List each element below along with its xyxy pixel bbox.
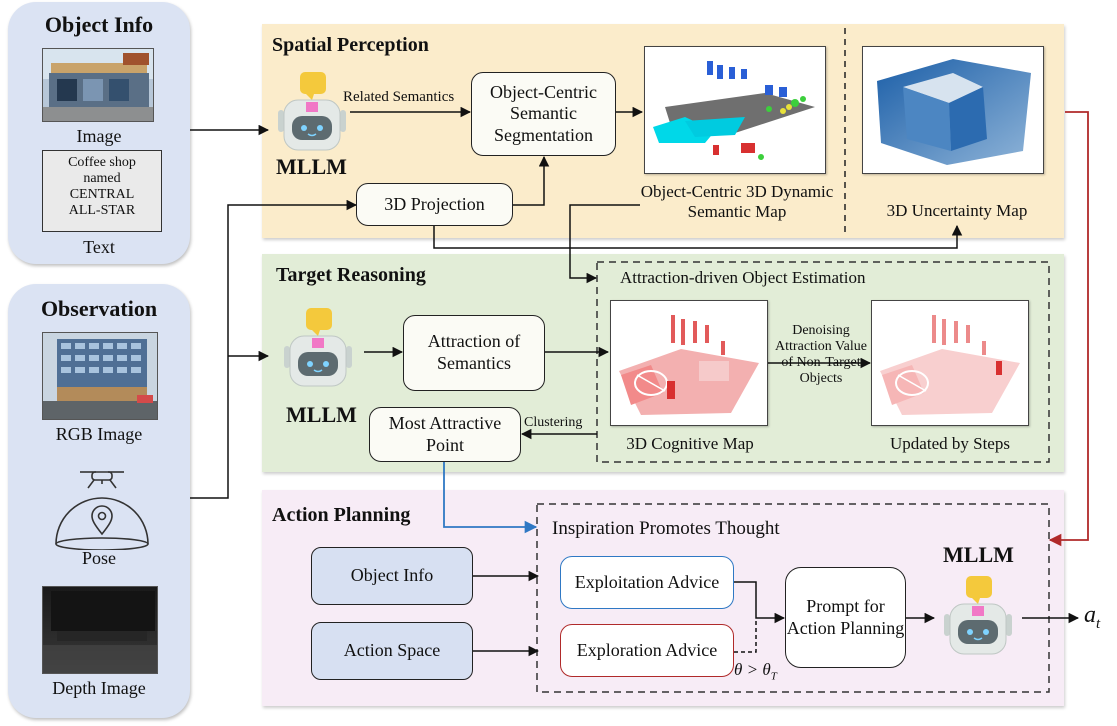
output-action-subscript: t bbox=[1096, 615, 1101, 632]
attraction-label: Attraction of Semantics bbox=[427, 331, 521, 373]
most-attractive-label: Most Attractive Point bbox=[388, 412, 502, 455]
object-image-caption: Image bbox=[76, 126, 122, 146]
semantic-map-caption: Object-Centric 3D Dynamic Semantic Map bbox=[640, 182, 834, 221]
output-action-label: at bbox=[1084, 602, 1100, 633]
projection-box: 3D Projection bbox=[356, 183, 513, 226]
exploration-label: Exploration Advice bbox=[576, 639, 718, 660]
clustering-label: Clustering bbox=[524, 415, 583, 430]
target-reasoning-title: Target Reasoning bbox=[276, 264, 426, 286]
observation-panel: Observation RGB Image bbox=[8, 284, 190, 718]
object-image-thumbnail bbox=[42, 48, 154, 122]
robot-icon bbox=[270, 70, 354, 154]
updated-map-caption: Updated by Steps bbox=[890, 434, 1010, 453]
action-space-label: Action Space bbox=[343, 640, 441, 661]
related-semantics-label: Related Semantics bbox=[343, 89, 455, 105]
object-text-card: Coffee shop named CENTRAL ALL-STAR bbox=[42, 150, 162, 232]
action-planning-title: Action Planning bbox=[272, 504, 411, 526]
depth-image-caption: Depth Image bbox=[52, 678, 146, 698]
segmentation-box: Object-Centric Semantic Segmentation bbox=[471, 72, 616, 156]
pose-caption: Pose bbox=[81, 548, 116, 568]
object-text-line: ALL-STAR bbox=[68, 203, 136, 219]
observation-title: Observation bbox=[40, 296, 158, 321]
threshold-text: θ > θ bbox=[734, 660, 771, 679]
exploitation-box: Exploitation Advice bbox=[560, 556, 734, 609]
denoise-label: Denoising Attraction Value of Non-Target… bbox=[775, 323, 867, 387]
object-text-line: Coffee shop bbox=[68, 155, 136, 170]
spatial-perception-title: Spatial Perception bbox=[272, 34, 429, 56]
exploration-box: Exploration Advice bbox=[560, 624, 734, 677]
threshold-label: θ > θT bbox=[734, 660, 777, 683]
cognitive-map-caption: 3D Cognitive Map bbox=[626, 434, 754, 453]
prompt-label: Prompt for Action Planning bbox=[786, 595, 905, 638]
inspiration-title: Inspiration Promotes Thought bbox=[552, 518, 780, 539]
prompt-box: Prompt for Action Planning bbox=[785, 567, 906, 668]
robot-icon bbox=[936, 574, 1020, 660]
depth-image-thumbnail bbox=[42, 586, 158, 674]
semantic-map-image bbox=[644, 46, 826, 174]
spatial-mllm-label: MLLM bbox=[276, 154, 347, 179]
object-text-caption: Text bbox=[83, 237, 115, 257]
output-action-text: a bbox=[1084, 602, 1096, 628]
uncertainty-map-caption: 3D Uncertainty Map bbox=[886, 201, 1028, 220]
object-info-panel: Object Info Image Coffee shop named CENT… bbox=[8, 2, 190, 264]
threshold-subscript: T bbox=[770, 670, 777, 683]
projection-label: 3D Projection bbox=[384, 193, 485, 214]
object-info-title: Object Info bbox=[44, 12, 154, 37]
robot-icon bbox=[276, 306, 360, 394]
pose-icon bbox=[50, 464, 154, 551]
attraction-box: Attraction of Semantics bbox=[403, 315, 545, 391]
exploitation-label: Exploitation Advice bbox=[574, 571, 720, 592]
object-text-line: named bbox=[83, 171, 121, 187]
updated-map-image bbox=[871, 300, 1029, 426]
target-mllm-label: MLLM bbox=[286, 402, 357, 427]
action-space-box: Action Space bbox=[311, 622, 473, 680]
most-attractive-box: Most Attractive Point bbox=[369, 407, 521, 462]
object-info-box: Object Info bbox=[311, 547, 473, 605]
segmentation-label: Object-Centric Semantic Segmentation bbox=[490, 81, 597, 145]
rgb-image-thumbnail bbox=[42, 332, 158, 420]
estimation-title: Attraction-driven Object Estimation bbox=[620, 268, 866, 287]
action-mllm-label: MLLM bbox=[943, 542, 1014, 567]
object-text-line: CENTRAL bbox=[69, 187, 135, 203]
object-info-label: Object Info bbox=[350, 565, 434, 586]
cognitive-map-image bbox=[610, 300, 768, 426]
rgb-image-caption: RGB Image bbox=[55, 424, 143, 444]
uncertainty-map-image bbox=[862, 46, 1044, 174]
